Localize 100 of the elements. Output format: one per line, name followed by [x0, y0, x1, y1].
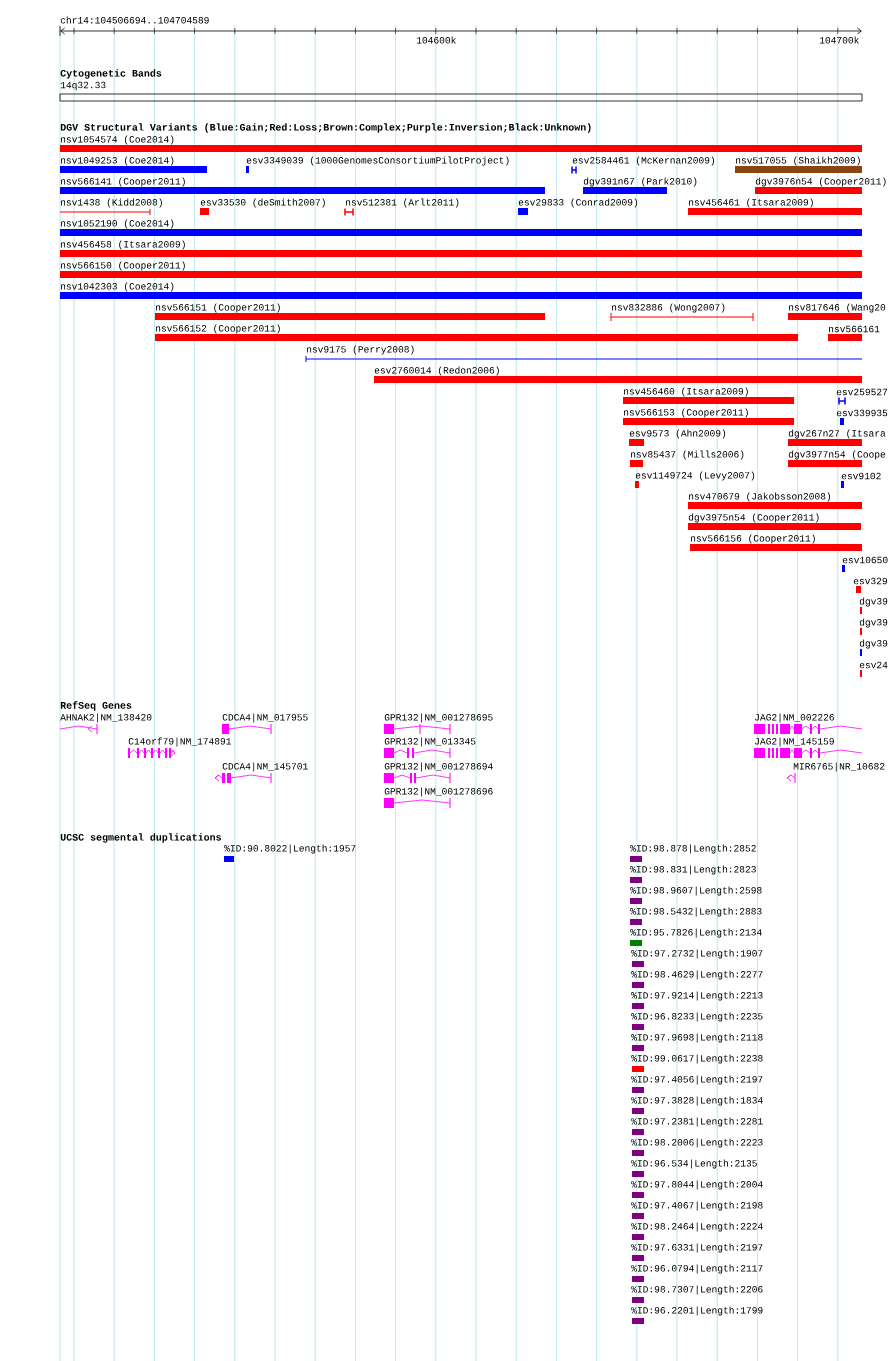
- node-label: %ID:97.6331|Length:2197: [631, 1243, 763, 1253]
- gene-model: CDCA4|NM_017955: [222, 713, 308, 735]
- variant-feature: nsv566151 (Cooper2011): [155, 303, 545, 320]
- variant-feature: nsv9175 (Perry2008): [305, 345, 863, 363]
- variant-feature: esv24: [859, 661, 888, 677]
- variant-feature: nsv832886 (Wong2007): [610, 303, 754, 322]
- gene-model: C14orf79|NM_174891: [128, 737, 232, 758]
- node-label: %ID:97.2381|Length:2281: [631, 1117, 763, 1127]
- duplication-feature: %ID:96.2201|Length:1799: [631, 1306, 763, 1324]
- node-label: %ID:95.7826|Length:2134: [630, 928, 762, 938]
- duplication-feature: %ID:95.7826|Length:2134: [630, 928, 762, 946]
- variant-feature: dgv3977n54 (Coope: [788, 450, 886, 467]
- node-label: GPR132|NM_001278694: [384, 762, 493, 772]
- node-label: nsv1054574 (Coe2014): [61, 135, 174, 145]
- node-label: nsv566156 (Cooper2011): [691, 534, 815, 544]
- node-label: dgv267n27 (Itsara: [788, 429, 886, 439]
- node-label: esv329: [853, 577, 887, 585]
- variant-feature: esv33530 (deSmith2007): [200, 198, 325, 215]
- node-label: esv339935: [836, 409, 888, 417]
- node-label: dgv3976n54 (Cooper2011): [755, 177, 886, 187]
- node-label: nsv456460 (Itsara2009): [624, 387, 748, 397]
- variant-feature: esv29833 (Conrad2009): [518, 198, 638, 215]
- duplication-feature: %ID:96.534|Length:2135: [631, 1159, 757, 1177]
- node-label: nsv1049253 (Coe2014): [61, 156, 174, 166]
- duplication-feature: %ID:98.9607|Length:2598: [630, 886, 762, 904]
- variant-feature: esv339935: [836, 409, 888, 425]
- gene-model: GPR132|NM_001278694: [384, 762, 493, 784]
- node-label: nsv456458 (Itsara2009): [61, 240, 185, 250]
- variant-feature: nsv456460 (Itsara2009): [623, 387, 794, 404]
- node-label: %ID:96.2201|Length:1799: [631, 1306, 763, 1316]
- node-label: nsv566151 (Cooper2011): [156, 303, 280, 313]
- variant-feature: dgv39: [859, 618, 888, 635]
- duplication-feature: %ID:97.2381|Length:2281: [631, 1117, 763, 1135]
- variant-feature: esv3349039 (1000GenomesConsortiumPilotProject): [246, 156, 509, 173]
- node-label: nsv517055 (Shaikh2009): [736, 156, 860, 166]
- duplication-feature: %ID:98.831|Length:2823: [630, 865, 756, 883]
- variant-feature: nsv517055 (Shaikh2009): [735, 156, 862, 173]
- node-label: %ID:98.878|Length:2852: [630, 844, 756, 854]
- variant-feature: esv2584461 (McKernan2009): [571, 156, 715, 175]
- node-label: nsv1042303 (Coe2014): [61, 282, 174, 292]
- node-label: %ID:97.4056|Length:2197: [631, 1075, 763, 1085]
- node-label: nsv566161: [829, 325, 880, 333]
- variant-feature: nsv566152 (Cooper2011): [155, 324, 798, 341]
- node-label: %ID:96.8233|Length:2235: [631, 1012, 763, 1022]
- node-label: JAG2|NM_145159: [755, 737, 834, 747]
- duplication-feature: %ID:96.8233|Length:2235: [631, 1012, 763, 1030]
- duplication-feature: %ID:97.9214|Length:2213: [631, 991, 763, 1009]
- duplication-feature: %ID:97.4067|Length:2198: [631, 1201, 763, 1219]
- node-label: %ID:98.9607|Length:2598: [630, 886, 762, 896]
- node-label: esv24: [859, 661, 888, 669]
- node-label: %ID:97.4067|Length:2198: [631, 1201, 763, 1211]
- variant-feature: nsv566156 (Cooper2011): [690, 534, 862, 551]
- node-label: %ID:97.9214|Length:2213: [631, 991, 763, 1001]
- node-label: esv9102: [841, 472, 881, 480]
- node-label: %ID:97.9698|Length:2118: [631, 1033, 763, 1043]
- track-title: RefSeq Genes: [60, 701, 132, 711]
- node-label: GPR132|NM_001278696: [384, 787, 493, 797]
- node-label: esv10650: [842, 556, 888, 564]
- variant-feature: dgv3976n54 (Cooper2011): [755, 177, 886, 194]
- gene-model: JAG2|NM_002226: [754, 713, 863, 734]
- variant-feature: nsv566150 (Cooper2011): [60, 261, 862, 278]
- duplication-feature: %ID:97.3828|Length:1834: [631, 1096, 763, 1114]
- node-label: dgv39: [859, 618, 888, 628]
- variant-feature: nsv456458 (Itsara2009): [60, 240, 862, 257]
- variant-feature: esv329: [853, 577, 887, 593]
- node-label: %ID:98.4629|Length:2277: [631, 970, 763, 980]
- gene-model: GPR132|NM_013345: [384, 737, 476, 759]
- variant-feature: esv1149724 (Levy2007): [635, 471, 755, 488]
- duplication-feature: %ID:97.9698|Length:2118: [631, 1033, 763, 1051]
- node-label: C14orf79|NM_174891: [128, 737, 232, 747]
- gene-model: GPR132|NM_001278695: [384, 713, 493, 735]
- node-label: %ID:98.5432|Length:2883: [630, 907, 762, 917]
- node-label: %ID:96.534|Length:2135: [631, 1159, 757, 1169]
- node-label: dgv3977n54 (Coope: [788, 450, 886, 460]
- node-label: esv3349039 (1000GenomesConsortiumPilotProject): [246, 156, 509, 166]
- variant-feature: nsv470679 (Jakobsson2008): [688, 492, 862, 509]
- node-label: nsv456461 (Itsara2009): [689, 198, 813, 208]
- variant-feature: esv259527: [836, 388, 888, 406]
- variant-feature: dgv39: [859, 597, 888, 614]
- variant-feature: nsv1438 (Kidd2008): [59, 198, 162, 216]
- duplication-feature: %ID:98.5432|Length:2883: [630, 907, 762, 925]
- node-label: esv29833 (Conrad2009): [518, 198, 638, 208]
- band-label: 14q32.33: [60, 81, 106, 91]
- variant-feature: nsv566141 (Cooper2011): [60, 177, 545, 194]
- duplication-feature: %ID:98.878|Length:2852: [630, 844, 756, 862]
- node-label: %ID:97.2732|Length:1907: [631, 949, 763, 959]
- node-label: nsv566150 (Cooper2011): [61, 261, 185, 271]
- gene-model: MIR6765|NR_10682: [786, 762, 885, 784]
- node-label: dgv391n67 (Park2010): [583, 177, 697, 187]
- node-label: %ID:99.0617|Length:2238: [631, 1054, 763, 1064]
- node-label: GPR132|NM_001278695: [384, 713, 493, 723]
- duplication-feature: %ID:98.7307|Length:2206: [631, 1285, 763, 1303]
- variant-feature: nsv456461 (Itsara2009): [688, 198, 862, 215]
- variant-feature: esv9573 (Ahn2009): [629, 429, 726, 446]
- node-label: esv9573 (Ahn2009): [629, 429, 726, 439]
- variant-feature: nsv1052190 (Coe2014): [60, 219, 862, 236]
- node-label: JAG2|NM_002226: [755, 713, 834, 723]
- node-label: nsv566153 (Cooper2011): [624, 408, 748, 418]
- variant-feature: nsv566161: [828, 325, 880, 341]
- node-label: %ID:96.0794|Length:2117: [631, 1264, 763, 1274]
